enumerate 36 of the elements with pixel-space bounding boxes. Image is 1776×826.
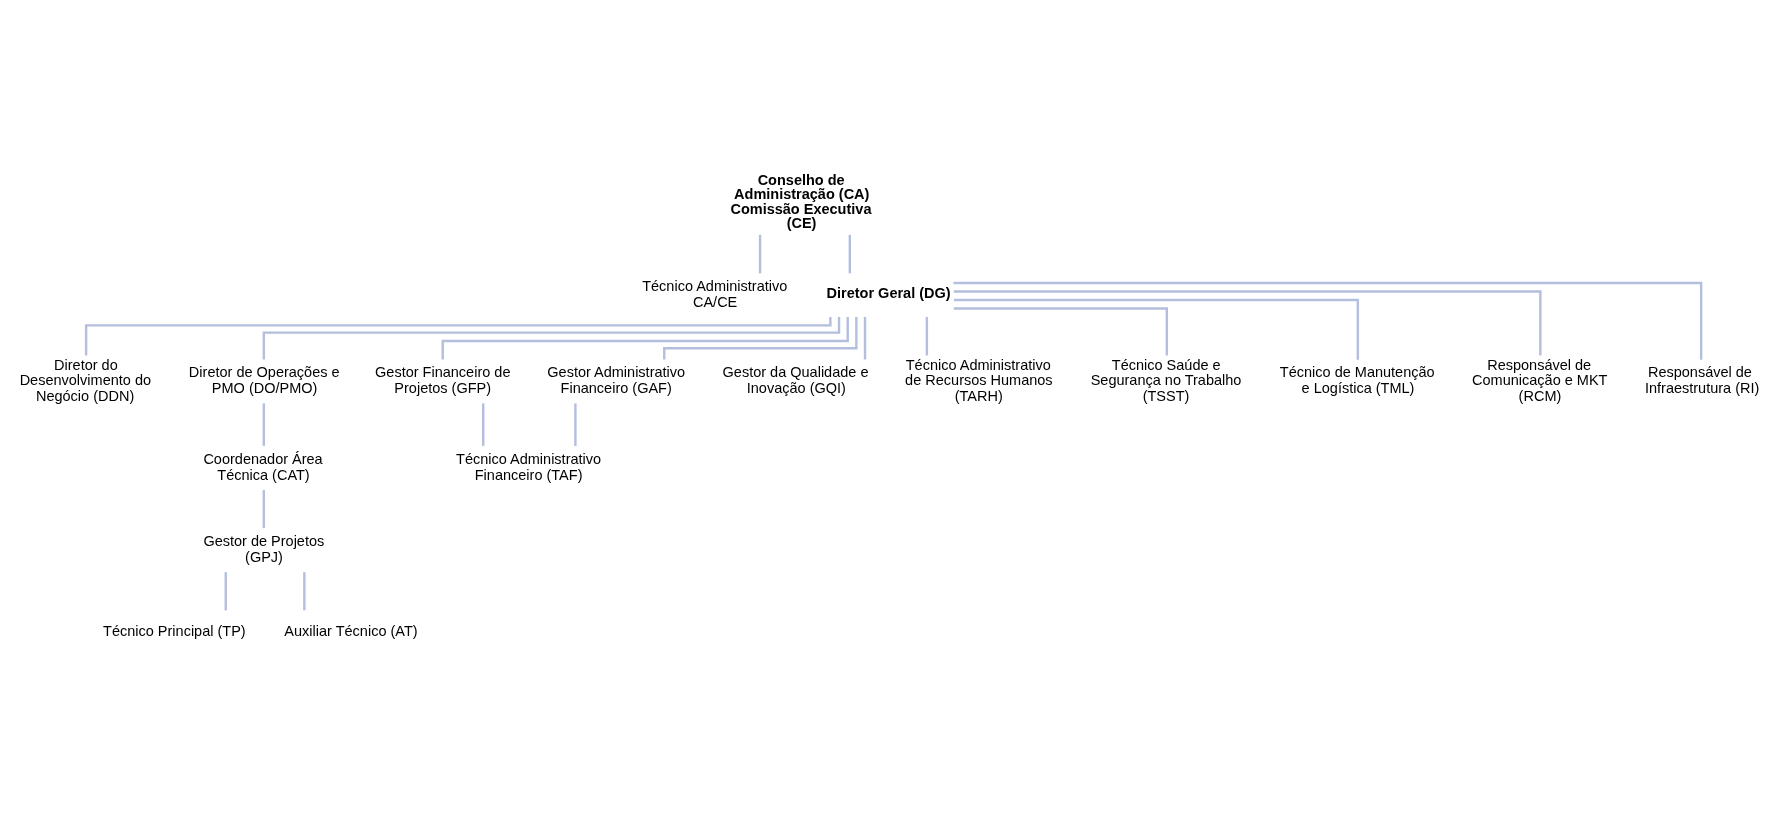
node-text: Gestor da Qualidade e Inovação (GQI): [722, 364, 868, 397]
node-text: Gestor de Projetos (GPJ): [202, 533, 324, 565]
node-text: Responsável de Comunicação e MKT (RCM): [1471, 356, 1607, 405]
connector: [848, 234, 851, 274]
connector: [262, 403, 265, 446]
connector: [863, 316, 866, 360]
node-text: Auxiliar Técnico (AT): [283, 623, 418, 640]
connector: [224, 572, 227, 611]
connector: [262, 490, 265, 529]
connector: [84, 317, 832, 356]
connector: [953, 298, 1359, 360]
node-text: Gestor Administrativo Financeiro (GAF): [546, 364, 685, 397]
node-text: Responsável de Infraestrutura (RI): [1644, 364, 1759, 397]
node-text: Conselho de Administração (CA) Comissão Executiva (CE): [729, 171, 871, 232]
node-text: Técnico Administrativo de Recursos Humanos (TARH): [904, 356, 1053, 405]
node-text: Técnico Principal (TP): [102, 623, 246, 640]
connector: [925, 316, 928, 356]
connector: [953, 307, 1168, 356]
node-text: Diretor Geral (DG): [826, 284, 951, 301]
node-text: Técnico Administrativo Financeiro (TAF): [455, 450, 601, 483]
node-text: Gestor Financeiro de Projetos (GFP): [374, 364, 510, 397]
connector: [573, 403, 577, 446]
node-text: Coordenador Área Técnica (CAT): [202, 450, 323, 483]
connector: [262, 316, 840, 360]
node-text: Técnico Saúde e Segurança no Trabalho (TSST): [1090, 356, 1241, 405]
connector: [302, 572, 306, 611]
connector: [758, 234, 761, 274]
node-text: Técnico de Manutenção e Logística (TML): [1279, 364, 1435, 397]
node-text: Diretor de Operações e PMO (DO/PMO): [188, 364, 340, 397]
connector: [441, 317, 849, 360]
connector: [481, 403, 484, 446]
node-text: Técnico Administrativo CA/CE: [641, 278, 787, 310]
node-text: Diretor do Desenvolvimento do Negócio (DDN): [19, 356, 151, 405]
connector: [953, 281, 1702, 360]
connector: [662, 317, 858, 360]
connector: [953, 290, 1542, 356]
